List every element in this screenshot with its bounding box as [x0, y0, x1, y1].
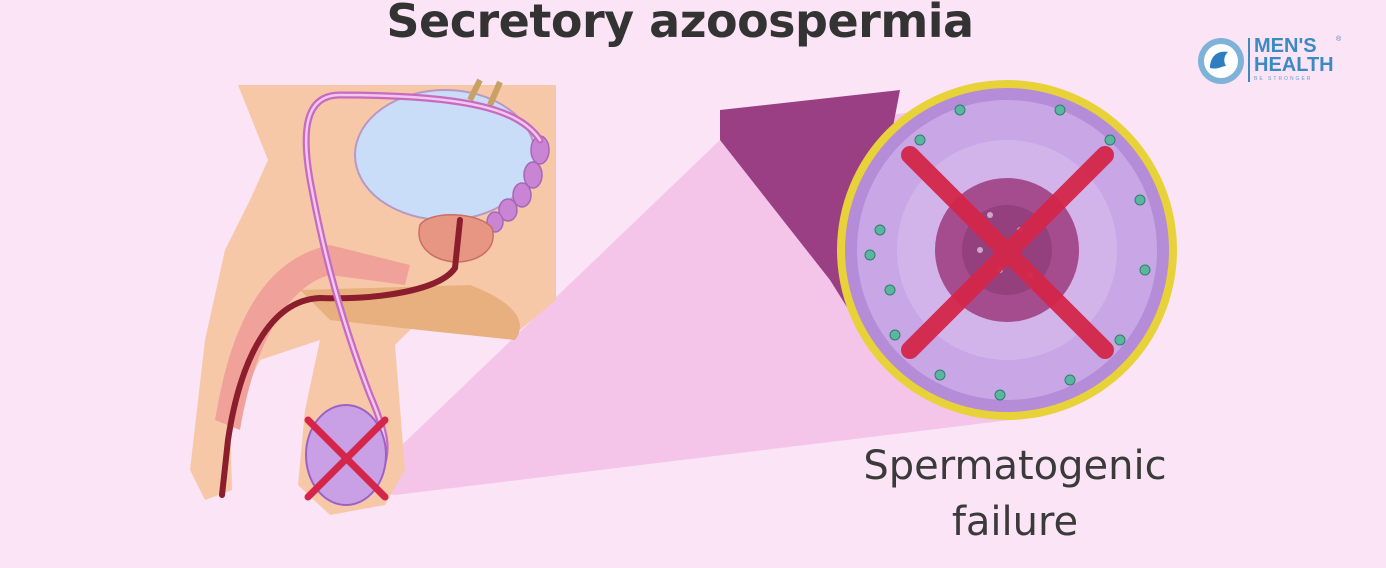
diagram-title: Secretory azoospermia: [386, 0, 974, 48]
ureters: [467, 78, 503, 107]
logo-text-line-1: MEN'S: [1254, 35, 1317, 57]
logo-tagline: BE STRONGER: [1254, 76, 1313, 82]
logo-emblem-icon: [1198, 38, 1244, 84]
caption-line-1: Spermatogenic: [863, 443, 1167, 489]
seminal-vesicle: [486, 135, 550, 233]
penis-body: [215, 245, 410, 430]
caption-line-2: failure: [951, 499, 1079, 545]
logo-divider: [1248, 38, 1250, 82]
logo-registered-mark: ®: [1336, 36, 1342, 43]
caption: Spermatogenic failure: [850, 438, 1180, 550]
tubule-x-mark: [901, 146, 1114, 359]
logo-text-line-2: HEALTH: [1254, 54, 1334, 76]
brand-logo: MEN'S HEALTH BE STRONGER ®: [1196, 36, 1356, 86]
urethra: [219, 217, 463, 498]
testis-x-mark: [304, 416, 389, 501]
